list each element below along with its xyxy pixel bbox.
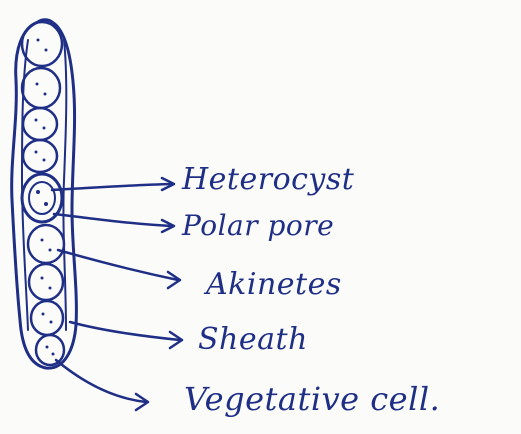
arrow-vegetative-cell: [56, 360, 148, 410]
arrow-heterocyst: [52, 178, 174, 190]
cell-2: [22, 68, 60, 108]
label-vegetative-cell: Vegetative cell.: [184, 383, 440, 415]
label-sheath: Sheath: [198, 325, 308, 355]
akinete-cell-1: [28, 225, 64, 263]
vegetative-cell: [36, 335, 64, 365]
arrow-sheath: [70, 322, 182, 348]
akinete-cell-2: [29, 264, 63, 300]
cell-4: [23, 140, 57, 172]
cell-3: [23, 108, 57, 140]
cell-8: [31, 301, 63, 335]
label-polar-pore: Polar pore: [182, 212, 334, 240]
label-akinetes: Akinetes: [206, 270, 342, 300]
label-heterocyst: Heterocyst: [182, 165, 354, 195]
